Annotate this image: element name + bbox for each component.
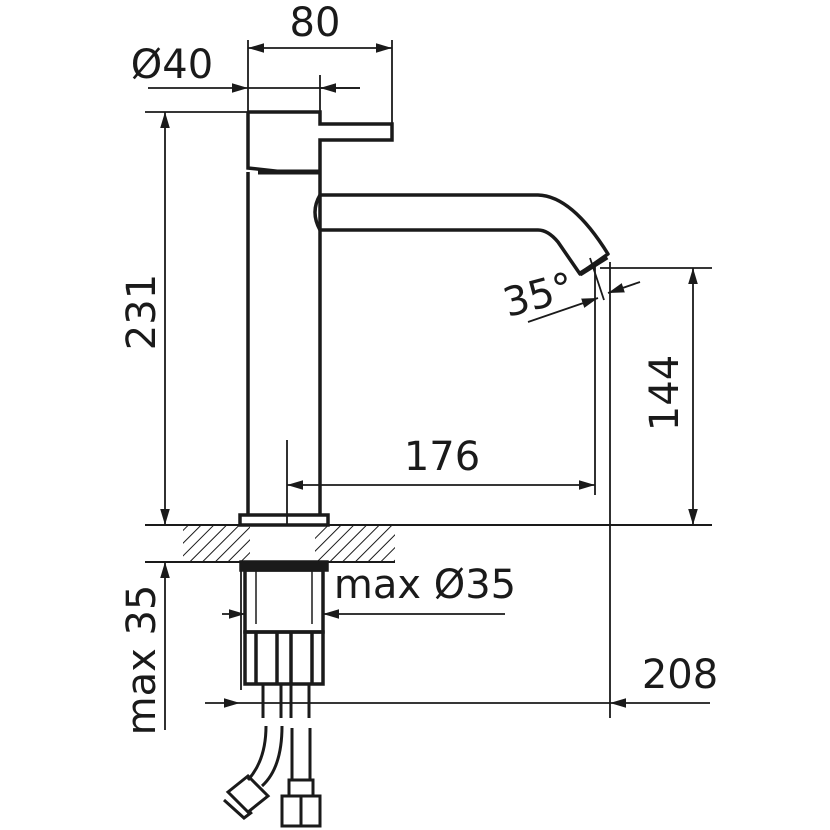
dim-spout-angle: 35°: [498, 264, 578, 327]
dim-handle-diameter: Ø40: [131, 42, 213, 88]
dim-shank-diameter: max Ø35: [334, 562, 516, 608]
dim-spout-reach: 176: [404, 434, 480, 480]
dim-total-height: 231: [119, 274, 165, 350]
dim-width-80: 80: [290, 0, 341, 46]
shank-and-nut: [239, 560, 329, 686]
supply-hoses: [222, 684, 322, 828]
dimension-lines: [145, 40, 712, 730]
dim-overall-depth: 208: [642, 652, 718, 698]
dim-counter-thickness: max 35: [119, 585, 165, 736]
dim-spout-height: 144: [642, 355, 688, 431]
counter-section: [145, 524, 712, 563]
